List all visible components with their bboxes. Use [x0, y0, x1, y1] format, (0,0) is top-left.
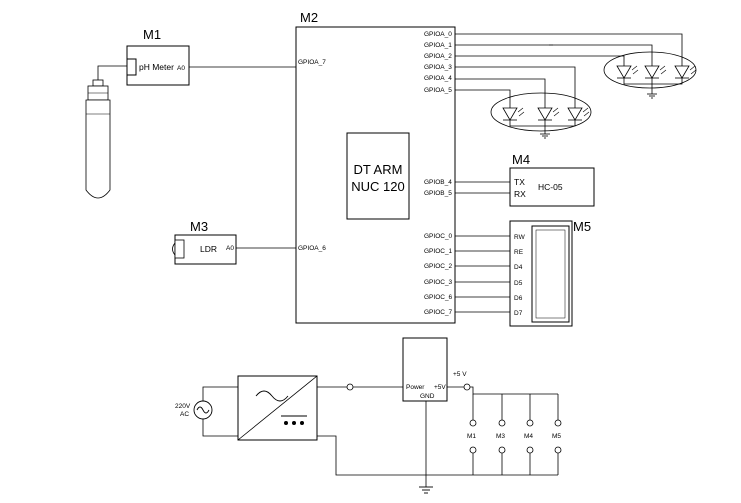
led-icon	[537, 104, 560, 121]
switch-label-m4: M4	[524, 433, 533, 440]
wire-gpioa5-led	[455, 89, 511, 104]
m2-pin-gpioa2: GPIOA_2	[424, 53, 452, 60]
ground-icon	[540, 133, 550, 139]
m2-title: M2	[300, 10, 318, 25]
lcd-screen-inner	[535, 229, 566, 319]
m5-pin-d6: D6	[514, 295, 523, 302]
ac-source-icon	[193, 400, 213, 420]
switch-m5: M5	[552, 419, 561, 475]
switch-m3: M3	[496, 419, 505, 475]
rail-node	[463, 383, 471, 391]
m2-pin-gpiob5: GPIOB_5	[424, 190, 452, 197]
module-m3: M3 LDR A0	[172, 219, 237, 265]
wire-gpioa2-led	[455, 55, 625, 62]
regulator-pin-5v: +5V	[434, 384, 446, 391]
m2-pin-gpioa7: GPIOA_7	[298, 59, 326, 66]
m1-title: M1	[143, 27, 161, 42]
m2-pin-gpioa1: GPIOA_1	[424, 42, 452, 49]
m2-pin-gpioa6: GPIOA_6	[298, 245, 326, 252]
module-m1: M1 pH Meter A0	[85, 27, 190, 199]
m1-box	[126, 45, 190, 86]
lcd-screen-icon	[531, 225, 570, 323]
m5-pin-d4: D4	[514, 264, 523, 271]
converter-diagonal	[237, 375, 318, 441]
m4-label: HC-05	[538, 182, 563, 192]
m2-pin-gpioa5: GPIOA_5	[424, 87, 452, 94]
module-m2: M2 DT ARM NUC 120 GPIOA_7 GPIOA_6 GPIOA_…	[295, 10, 456, 324]
ac-source-label-1: 220V	[175, 403, 191, 410]
led-group-left-common	[509, 120, 576, 127]
m2-pin-gpioc7: GPIOC_7	[424, 309, 453, 316]
m1-pin: A0	[177, 65, 185, 72]
m2-pin-gpioa3: GPIOA_3	[424, 64, 452, 71]
m2-pin-gpioc6: GPIOC_6	[424, 294, 453, 301]
rail-label: +5 V	[453, 371, 467, 378]
wire-ac-bottom	[202, 419, 238, 437]
m1-connector	[126, 58, 137, 76]
wire-ground-return	[317, 435, 558, 476]
m5-pin-d7: D7	[514, 310, 523, 317]
switch-m4: M4	[524, 419, 533, 475]
switch-m1: M1	[467, 419, 476, 475]
wire-ac-top	[202, 386, 238, 401]
ac-source-label-2: AC	[180, 411, 189, 418]
m4-title: M4	[512, 152, 530, 167]
regulator-box	[402, 337, 448, 402]
m5-pin-re: RE	[514, 249, 524, 256]
regulator-pin-power: Power	[406, 384, 425, 391]
m3-pin: A0	[226, 245, 234, 252]
m2-core-line1: DT ARM	[354, 162, 403, 177]
m3-title: M3	[190, 219, 208, 234]
switch-label-m1: M1	[467, 433, 476, 440]
m2-pin-gpioc1: GPIOC_1	[424, 248, 453, 255]
ldr-sensor-icon	[172, 239, 185, 259]
m2-pin-gpioa4: GPIOA_4	[424, 75, 452, 82]
m5-pin-rw: RW	[514, 234, 526, 241]
m5-pin-d5: D5	[514, 280, 523, 287]
m4-box	[509, 167, 595, 207]
junction-node	[346, 383, 354, 391]
regulator-pin-gnd: GND	[420, 393, 435, 400]
m1-label: pH Meter	[139, 62, 174, 72]
ground-icon	[419, 486, 433, 494]
ph-probe-icon	[85, 79, 111, 199]
m2-core-line2: NUC 120	[351, 179, 404, 194]
m2-pin-gpioa0: GPIOA_0	[424, 31, 452, 38]
m3-label: LDR	[200, 244, 217, 254]
ph-probe-cable	[97, 65, 127, 82]
m2-pin-gpioc0: GPIOC_0	[424, 233, 453, 240]
module-m5: M5 RW RE D4 D5 D6 D7	[509, 219, 591, 327]
module-m4: M4 TX RX HC-05	[509, 152, 595, 207]
wire-gpioa4-led	[455, 78, 546, 104]
m2-pin-gpioc3: GPIOC_3	[424, 279, 453, 286]
led-group-right-common	[623, 78, 683, 85]
m5-title: M5	[573, 219, 591, 234]
led-group-left	[455, 66, 592, 139]
m4-pin-rx: RX	[514, 189, 526, 199]
power-section: 220V AC Power +5V GND	[175, 337, 561, 494]
m2-core-box	[346, 132, 410, 220]
wire-gpioa1-led	[455, 44, 653, 62]
led-group-right	[455, 33, 697, 99]
switch-label-m3: M3	[496, 433, 505, 440]
switch-label-m5: M5	[552, 433, 561, 440]
m2-pin-gpiob4: GPIOB_4	[424, 179, 452, 186]
wire-gpioa0-led	[455, 33, 683, 62]
m2-pin-gpioc2: GPIOC_2	[424, 263, 453, 270]
ac-wave-icon	[255, 390, 289, 402]
ground-icon	[647, 93, 657, 99]
wire-5v-rail	[470, 386, 558, 395]
dc-symbol-icon	[281, 415, 307, 425]
m4-pin-tx: TX	[514, 177, 525, 187]
wire-gpioa3-led	[455, 66, 576, 104]
